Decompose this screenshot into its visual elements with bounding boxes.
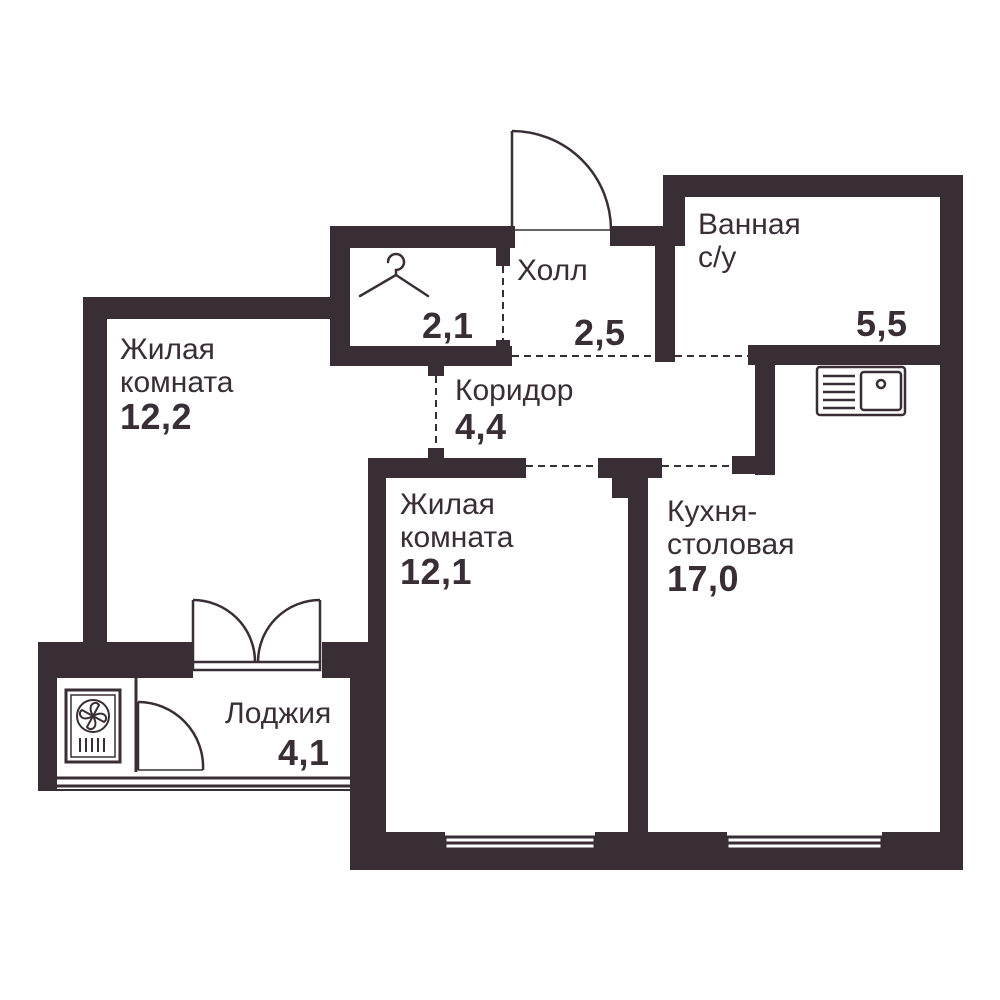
room-wardrobe-area: 2,1 <box>422 305 474 346</box>
hanger-icon <box>358 252 430 298</box>
entrance-door <box>510 129 613 231</box>
room-loggia: Лоджия <box>225 697 331 730</box>
room-name-line1: Кухня- <box>667 495 758 528</box>
loggia-rail <box>38 678 350 791</box>
sink-icon <box>815 365 907 417</box>
room-hall-area: 2,5 <box>574 312 626 353</box>
room-name-line2: комната <box>120 366 234 399</box>
room-loggia-area: 4,1 <box>278 732 330 773</box>
room-name: Лоджия <box>225 697 332 730</box>
balcony-double-door <box>191 598 322 672</box>
room-bathroom: Ванная с/у <box>698 208 801 274</box>
room-name-line1: Жилая <box>400 488 495 521</box>
room-living-left: Жилая комната 12,2 <box>120 333 233 437</box>
doors <box>136 129 613 771</box>
room-corridor: Коридор 4,4 <box>455 374 573 447</box>
room-bathroom-area: 5,5 <box>856 303 908 344</box>
room-name: Холл <box>517 254 588 287</box>
windows <box>443 835 884 851</box>
room-area: 12,1 <box>400 551 473 592</box>
room-name-line2: столовая <box>667 528 795 561</box>
room-name: Коридор <box>455 374 574 407</box>
room-kitchen: Кухня- столовая 17,0 <box>667 495 795 599</box>
room-area: 12,2 <box>120 396 193 437</box>
room-name-line2: комната <box>400 521 514 554</box>
room-living-mid: Жилая комната 12,1 <box>400 488 513 592</box>
room-area: 17,0 <box>667 558 740 599</box>
room-name-line1: Ванная <box>698 208 801 241</box>
loggia-door <box>136 700 205 771</box>
room-name-line1: Жилая <box>120 333 215 366</box>
room-area: 4,4 <box>455 406 507 447</box>
air-conditioner-icon <box>64 688 122 764</box>
room-name-line2: с/у <box>698 241 737 274</box>
walls <box>38 175 963 870</box>
room-hall: Холл <box>517 254 588 287</box>
dashed-separators <box>435 266 748 467</box>
